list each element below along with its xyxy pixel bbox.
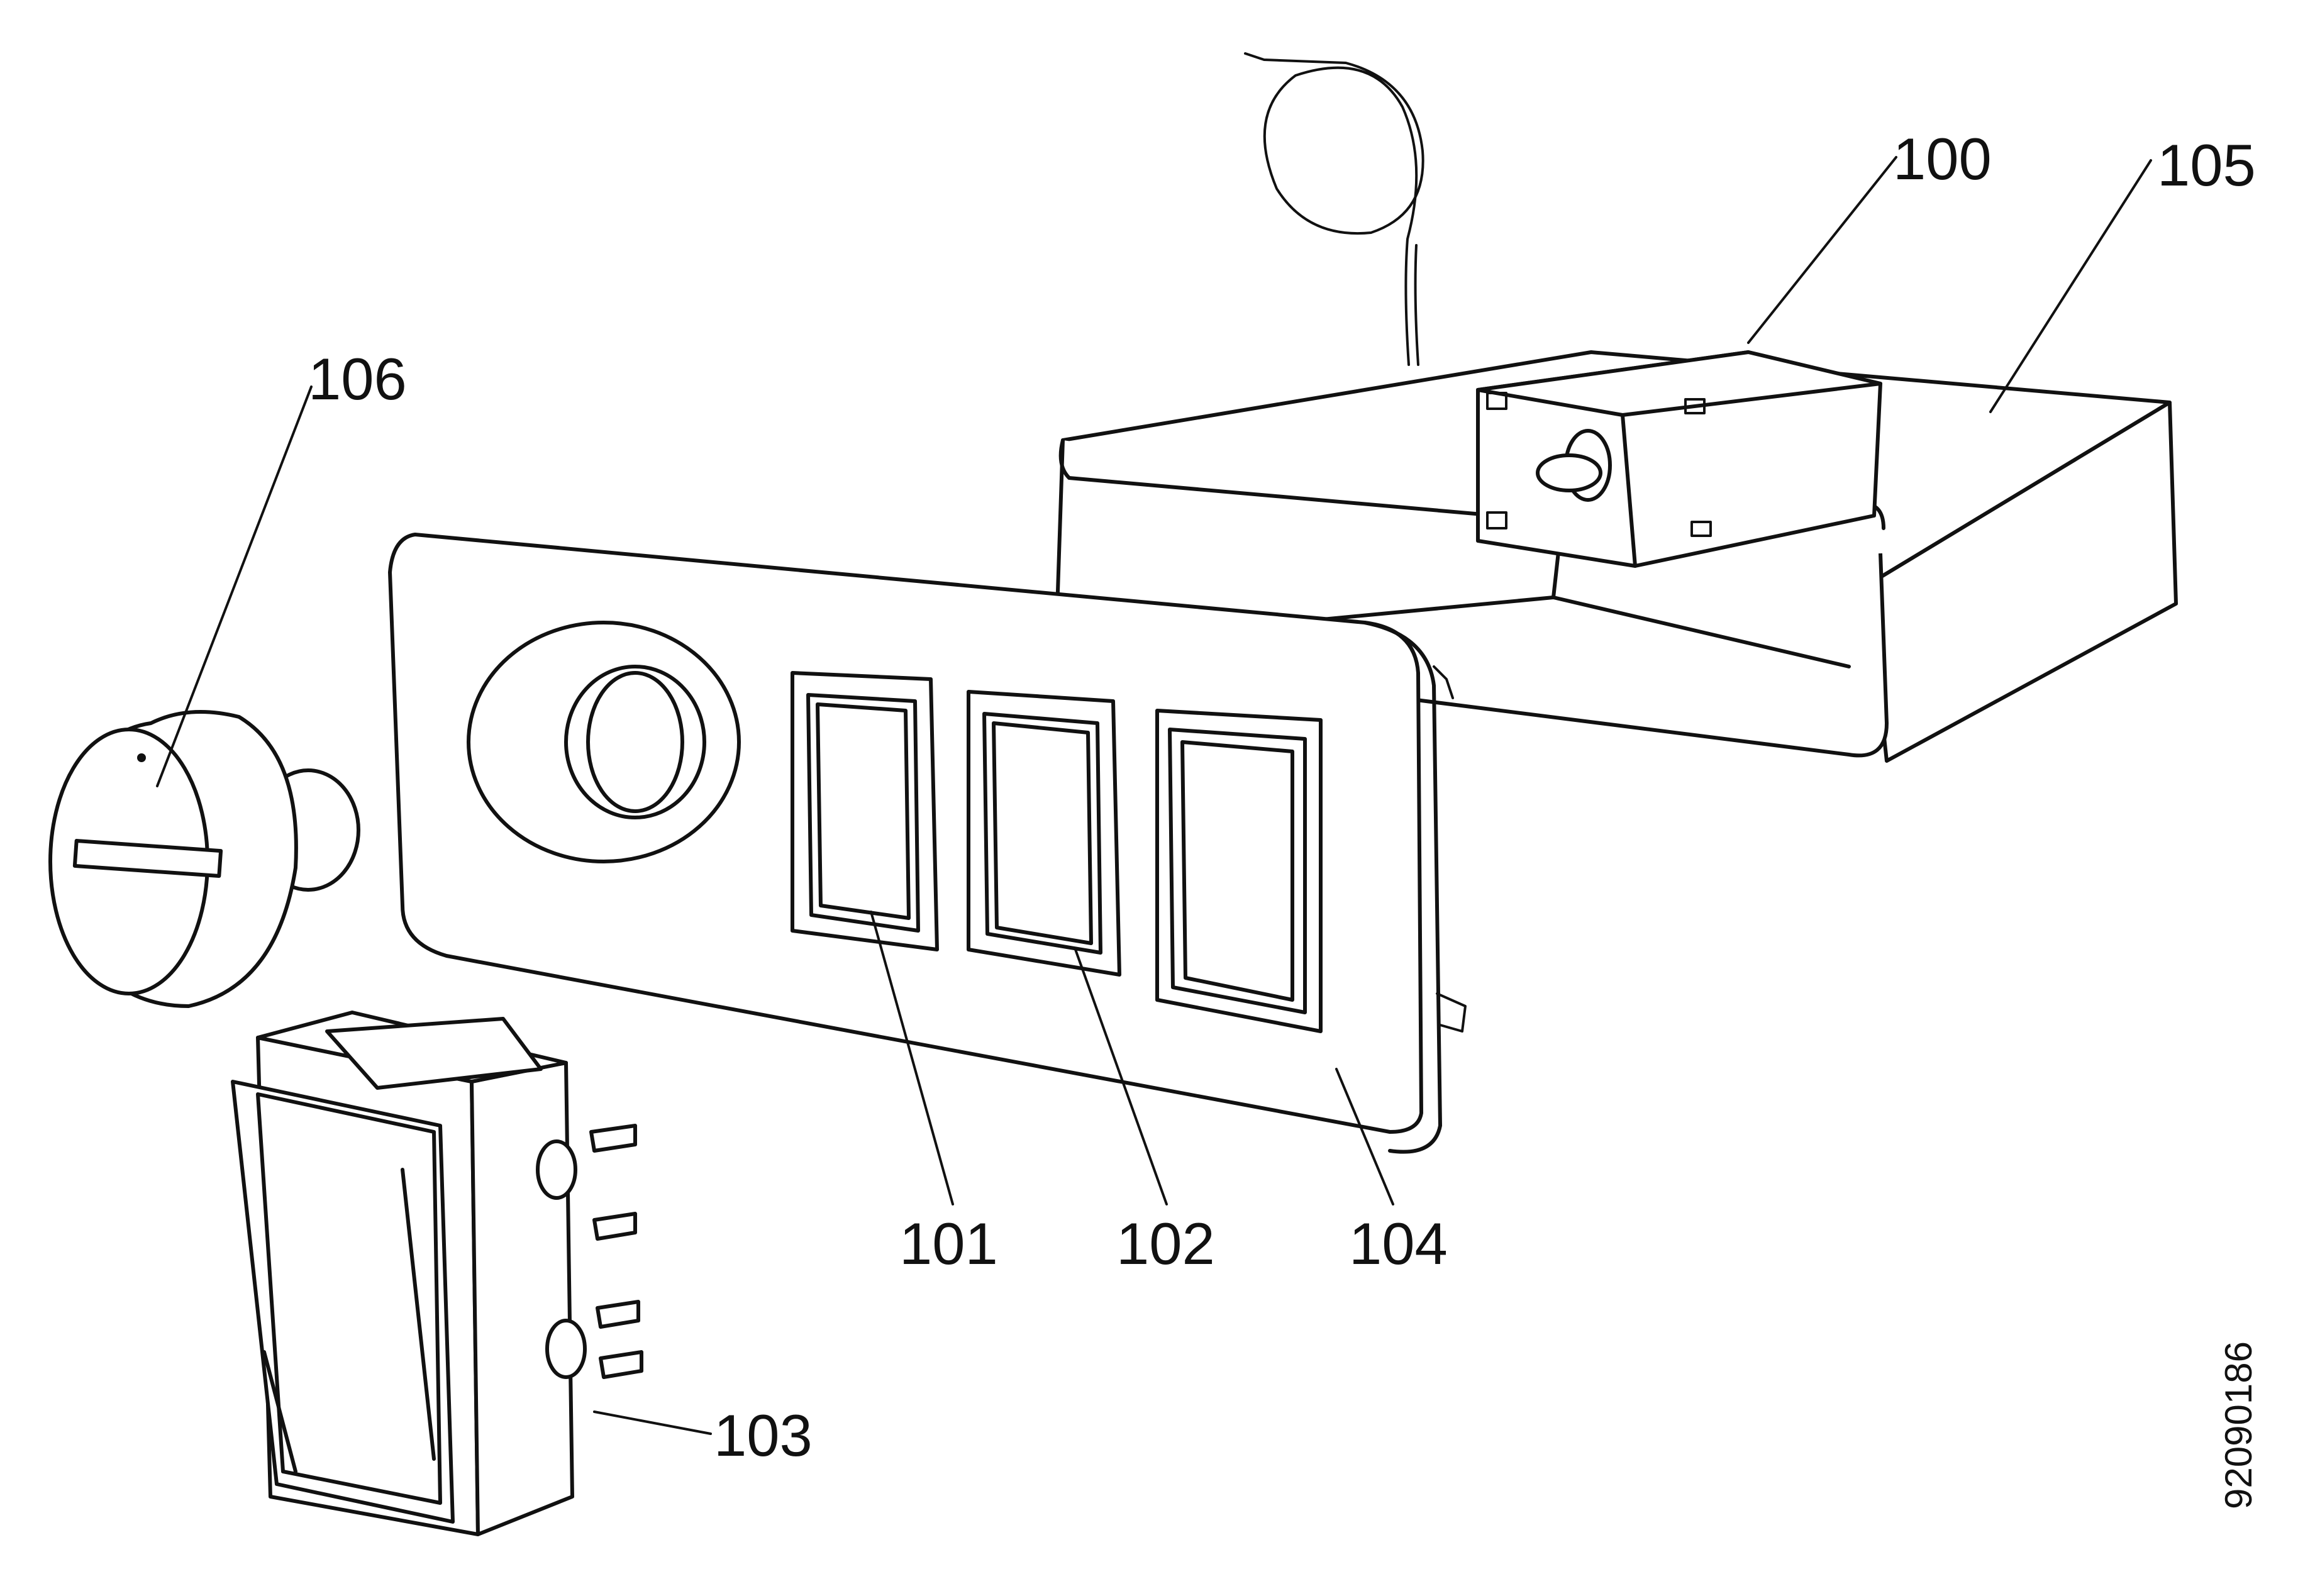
label-101: 101 [899, 1211, 998, 1277]
switch-103 [231, 1011, 643, 1536]
label-100: 100 [1893, 126, 1992, 192]
switch-101 [816, 702, 911, 920]
thermostat-100 [1244, 52, 1882, 568]
label-103: 103 [714, 1402, 813, 1468]
label-104: 104 [1349, 1211, 1448, 1277]
knob-106 [48, 710, 360, 1008]
switch-102 [992, 721, 1093, 945]
label-105: 105 [2157, 132, 2256, 198]
leader-lines [156, 156, 2152, 1435]
label-102: 102 [1116, 1211, 1215, 1277]
label-106: 106 [308, 346, 407, 412]
figure-id: 92090186 [2218, 1341, 2260, 1509]
